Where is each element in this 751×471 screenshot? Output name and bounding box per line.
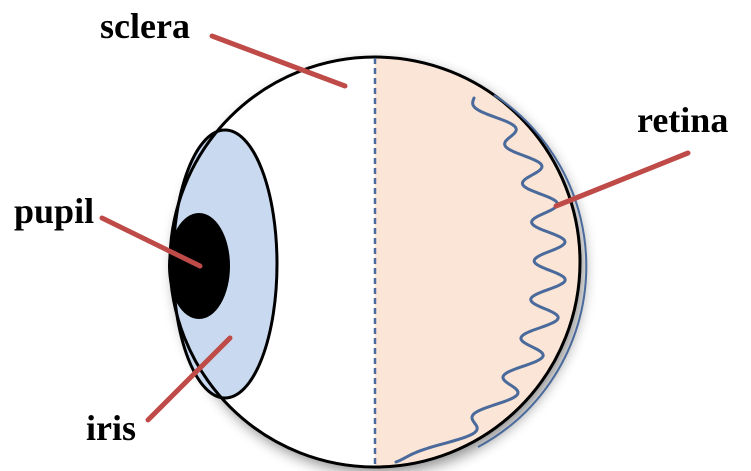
sclera-label: sclera	[100, 8, 190, 44]
sclera-pointer	[212, 36, 345, 86]
iris-label: iris	[86, 410, 136, 446]
retina-label: retina	[637, 102, 728, 138]
retina-pointer	[556, 153, 688, 206]
pupil-label: pupil	[14, 193, 94, 229]
